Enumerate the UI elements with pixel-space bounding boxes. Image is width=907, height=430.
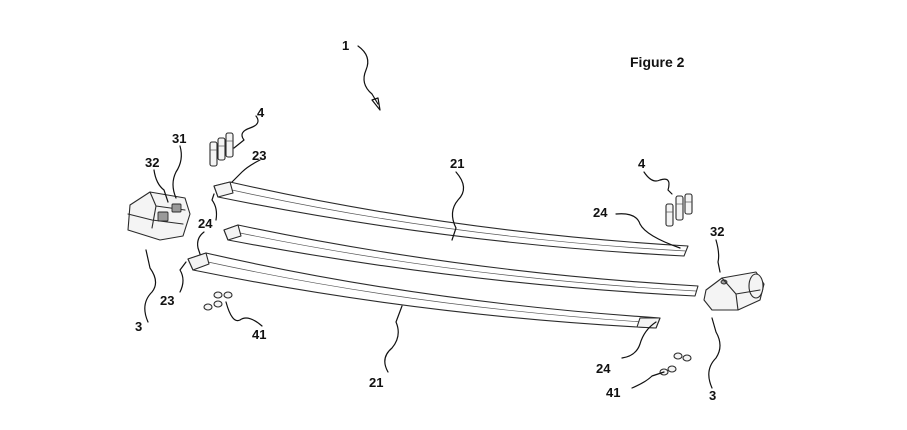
right-bolts xyxy=(665,193,693,227)
label-assembly-1: 1 xyxy=(342,38,349,53)
label-part-31: 31 xyxy=(172,131,186,146)
figure-title: Figure 2 xyxy=(630,54,685,70)
leaf-spring-bottom xyxy=(187,252,661,329)
label-end-24-left: 24 xyxy=(198,216,213,231)
label-leaf-21-top: 21 xyxy=(450,156,464,171)
leaf-spring-middle xyxy=(223,224,699,297)
label-bracket-3-left: 3 xyxy=(135,319,142,334)
left-bolts xyxy=(209,132,234,167)
left-bracket xyxy=(127,191,191,241)
right-bracket xyxy=(703,271,765,311)
reference-labels: Figure 2 1 21 21 3 3 4 4 31 32 32 23 23 … xyxy=(135,38,724,403)
label-eye-23-bottom: 23 xyxy=(160,293,174,308)
label-bracket-3-right: 3 xyxy=(709,388,716,403)
leader-lines xyxy=(144,45,721,389)
label-nuts-41-right: 41 xyxy=(606,385,620,400)
left-nuts xyxy=(203,291,233,311)
label-nuts-41-left: 41 xyxy=(252,327,266,342)
label-end-24-right-top: 24 xyxy=(593,205,608,220)
label-part-32-left: 32 xyxy=(145,155,159,170)
label-bolts-4-right: 4 xyxy=(638,156,646,171)
label-eye-23-top: 23 xyxy=(252,148,266,163)
leaf-spring-top xyxy=(213,181,689,257)
label-bolts-4-left: 4 xyxy=(257,105,265,120)
label-part-32-right: 32 xyxy=(710,224,724,239)
right-nuts xyxy=(659,352,692,376)
label-end-24-right-bottom: 24 xyxy=(596,361,611,376)
label-leaf-21-bottom: 21 xyxy=(369,375,383,390)
